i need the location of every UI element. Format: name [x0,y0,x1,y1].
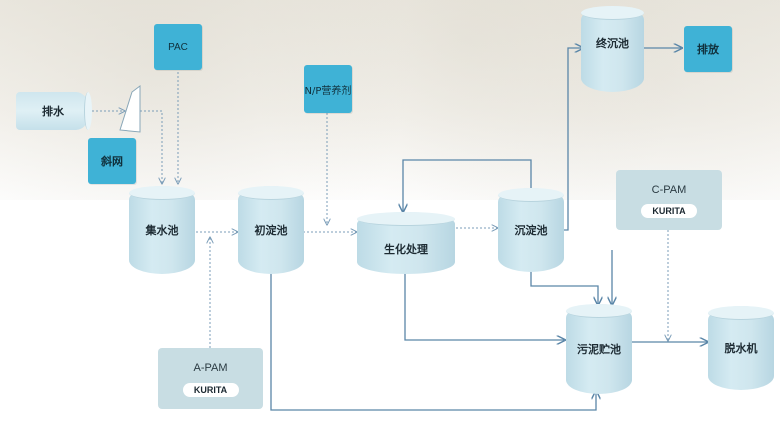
line-settling-return-to-bio [403,159,532,211]
sludge-storage-tank: 污泥贮池 [566,304,632,394]
screen-funnel-shape [119,85,141,133]
line-primary-to-sludge [270,270,596,411]
dewatering-label: 脱水机 [724,342,758,355]
cpam-brand-badge: KURITA [641,204,697,218]
sludge-tank-label: 污泥贮池 [577,343,621,356]
primary-settling-label: 初淀池 [254,224,288,237]
discharge-box: 排放 [684,26,732,72]
line-settling-to-sludge [530,270,598,304]
collection-tank-label: 集水池 [145,224,179,237]
discharge-label: 排放 [697,43,719,56]
primary-settling-tank: 初淀池 [238,186,304,274]
cpam-panel: C-PAM KURITA [616,170,722,230]
line-screen-to-collection [140,110,162,183]
np-nutrient-label: N/P营养剂 [304,85,352,97]
pac-label: PAC [168,41,188,53]
apam-brand-badge: KURITA [182,383,239,397]
drain-label: 排水 [42,105,64,118]
line-settling-to-final [564,48,582,231]
final-settling-tank: 终沉池 [581,6,644,92]
apam-label: A-PAM [193,362,228,374]
drain-inlet: 排水 [16,92,92,130]
apam-panel: A-PAM KURITA [158,348,263,409]
np-nutrient-box: N/P营养剂 [304,65,352,113]
screen-box: 斜网 [88,138,136,184]
pac-box: PAC [154,24,202,70]
settling-tank-label: 沉淀池 [514,224,548,237]
settling-tank: 沉淀池 [498,188,564,272]
dewatering-machine: 脱水机 [708,306,774,390]
bio-treatment-tank: 生化处理 [357,212,455,274]
collection-tank: 集水池 [129,186,195,274]
cpam-label: C-PAM [651,184,687,196]
screen-label: 斜网 [101,155,123,168]
bio-treatment-label: 生化处理 [384,243,428,256]
final-settling-label: 终沉池 [596,37,629,50]
line-bio-to-sludge [404,272,564,340]
